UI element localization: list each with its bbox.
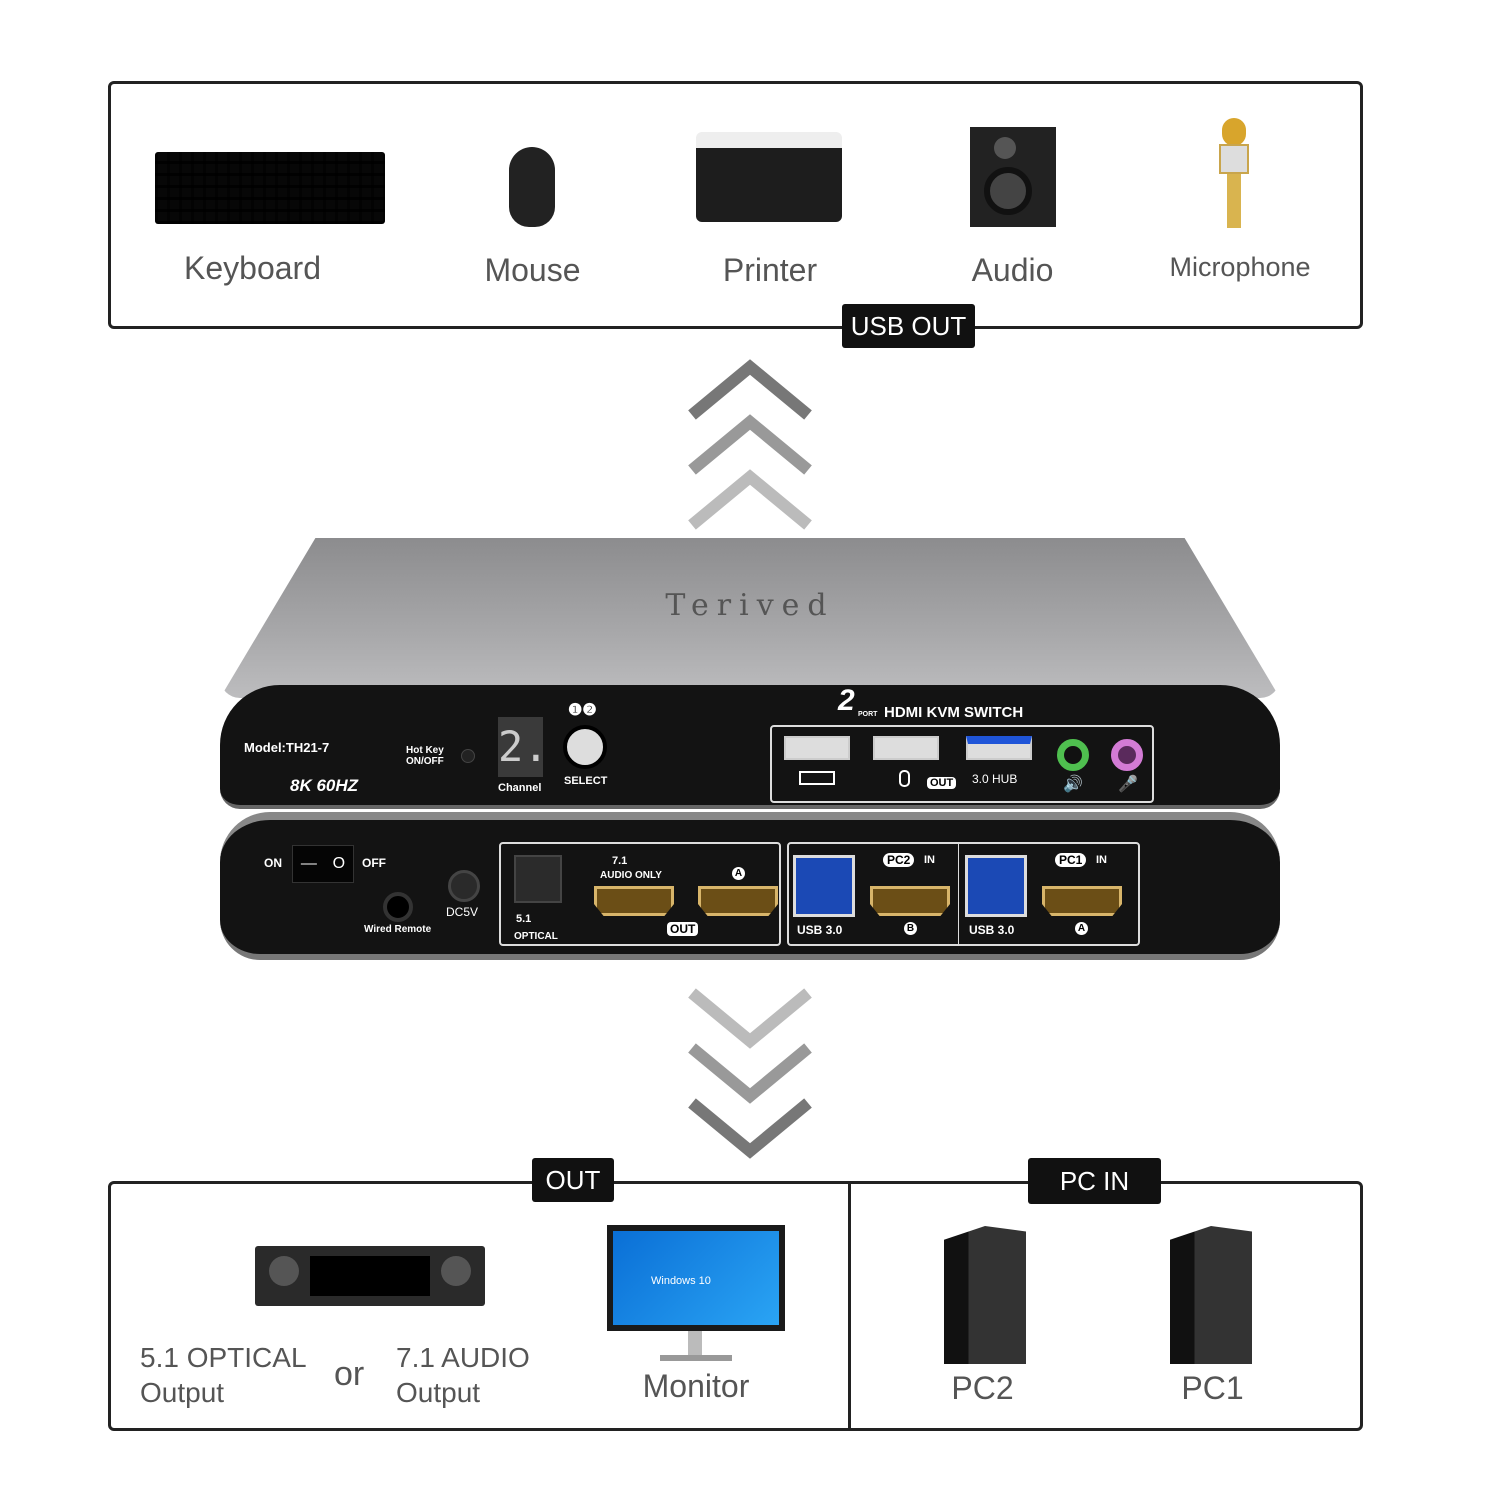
panel-divider <box>848 1183 851 1429</box>
monitor-stand <box>688 1331 702 1357</box>
out-port-frame <box>499 842 781 946</box>
port-a-label: A <box>732 867 745 880</box>
usb-keyboard-port <box>784 736 850 760</box>
mouse-label: Mouse <box>484 252 581 288</box>
power-switch[interactable]: —O <box>292 845 354 883</box>
pc-in-tag: PC IN <box>1028 1158 1161 1204</box>
pc2-hdmi-port <box>870 886 950 916</box>
speaker-port-icon: 🔊 <box>1063 776 1083 793</box>
hub-label: 3.0 HUB <box>972 772 1018 786</box>
mic-port-icon: 🎤 <box>1118 776 1138 793</box>
out-back-badge: OUT <box>667 922 699 936</box>
pc2-in-label: IN <box>924 854 935 866</box>
audio-jack <box>1057 739 1089 771</box>
on-label: ON <box>264 856 282 870</box>
printer-icon <box>696 132 842 222</box>
pc2-label: PC2 <box>951 1370 1014 1406</box>
printer-label: Printer <box>722 252 818 288</box>
pc1-label: PC1 <box>1181 1370 1244 1406</box>
pc-in-port-frame <box>787 842 1140 946</box>
keyboard-port-icon <box>799 771 835 785</box>
optical-output-label: 5.1 OPTICAL Output <box>140 1342 307 1408</box>
model-label: Model:TH21-7 <box>244 740 330 755</box>
select-label: SELECT <box>564 775 608 787</box>
usb-out-tag: USB OUT <box>842 304 975 348</box>
pc2-usb-label: USB 3.0 <box>797 923 843 937</box>
output-panel <box>108 1181 1363 1431</box>
kvm-top-surface <box>220 538 1280 698</box>
hotkey-label: Hot Key ON/OFF <box>406 745 444 767</box>
monitor-label: Monitor <box>642 1368 750 1404</box>
down-arrows-icon <box>688 988 812 1159</box>
mouse-icon <box>509 147 555 227</box>
front-port-frame <box>770 725 1154 803</box>
keyboard-label: Keyboard <box>184 250 321 286</box>
pc1-hdmi-port <box>1042 886 1122 916</box>
microphone-icon <box>1216 118 1252 230</box>
audio-only-label: AUDIO ONLY <box>600 870 662 881</box>
monitor-icon: Windows 10 <box>607 1225 785 1331</box>
up-arrows-icon <box>688 359 812 530</box>
usb-out-panel <box>108 81 1363 329</box>
pc1-usb-port <box>965 855 1027 917</box>
speaker-icon <box>970 127 1056 227</box>
pc2-tower-icon <box>944 1226 1026 1364</box>
dc-label: DC5V <box>446 905 479 919</box>
channel-label: Channel <box>498 782 542 794</box>
channel-display: 2. <box>498 717 549 777</box>
optical-port <box>514 855 562 903</box>
kvm-front-panel <box>220 685 1280 809</box>
optical-label: OPTICAL <box>514 931 558 942</box>
pc2-badge: PC2 <box>883 853 915 867</box>
dc-jack <box>448 870 480 902</box>
brand-logo: Terived <box>665 588 835 623</box>
mic-jack <box>1111 739 1143 771</box>
monitor-screen-text: Windows 10 <box>651 1275 711 1287</box>
audio-label: Audio <box>971 252 1054 288</box>
off-label: OFF <box>362 856 386 870</box>
hdmi-out-port <box>698 886 778 916</box>
mouse-port-icon <box>899 770 910 787</box>
product-title-port: PORT <box>858 711 878 718</box>
pc1-in-label: IN <box>1096 854 1107 866</box>
wired-remote-label: Wired Remote <box>364 924 432 935</box>
pc-port-divider <box>958 843 959 945</box>
usb-mouse-port <box>873 736 939 760</box>
usb-hub-port <box>966 736 1032 760</box>
switch-off-mark: O <box>332 855 346 872</box>
resolution-label: 8K 60HZ <box>290 776 359 795</box>
switch-on-mark: — <box>300 855 317 872</box>
out-tag: OUT <box>532 1158 614 1202</box>
keyboard-icon <box>155 152 385 224</box>
hotkey-button[interactable] <box>461 749 475 763</box>
port-b-label: B <box>904 922 917 935</box>
or-label: or <box>334 1355 365 1393</box>
audio-num: 7.1 <box>612 855 628 867</box>
pc2-usb-port <box>793 855 855 917</box>
audio-output-label: 7.1 AUDIO Output <box>396 1342 530 1408</box>
out-badge: OUT <box>927 777 957 789</box>
optical-num: 5.1 <box>516 913 532 925</box>
pc1-badge: PC1 <box>1055 853 1087 867</box>
select-numbers: ❶❷ <box>568 702 597 719</box>
pc1-usb-label: USB 3.0 <box>969 923 1015 937</box>
monitor-base <box>660 1355 732 1361</box>
product-title: HDMI KVM SWITCH <box>884 704 1024 721</box>
microphone-label: Microphone <box>1169 252 1311 282</box>
hdmi-audio-out-port <box>594 886 674 916</box>
av-receiver-icon <box>255 1246 485 1306</box>
pc1-tower-icon <box>1170 1226 1252 1364</box>
product-title-number: 2 <box>838 684 855 717</box>
wired-remote-jack <box>383 892 413 922</box>
port-a2-label: A <box>1075 922 1088 935</box>
select-button[interactable] <box>563 725 607 769</box>
